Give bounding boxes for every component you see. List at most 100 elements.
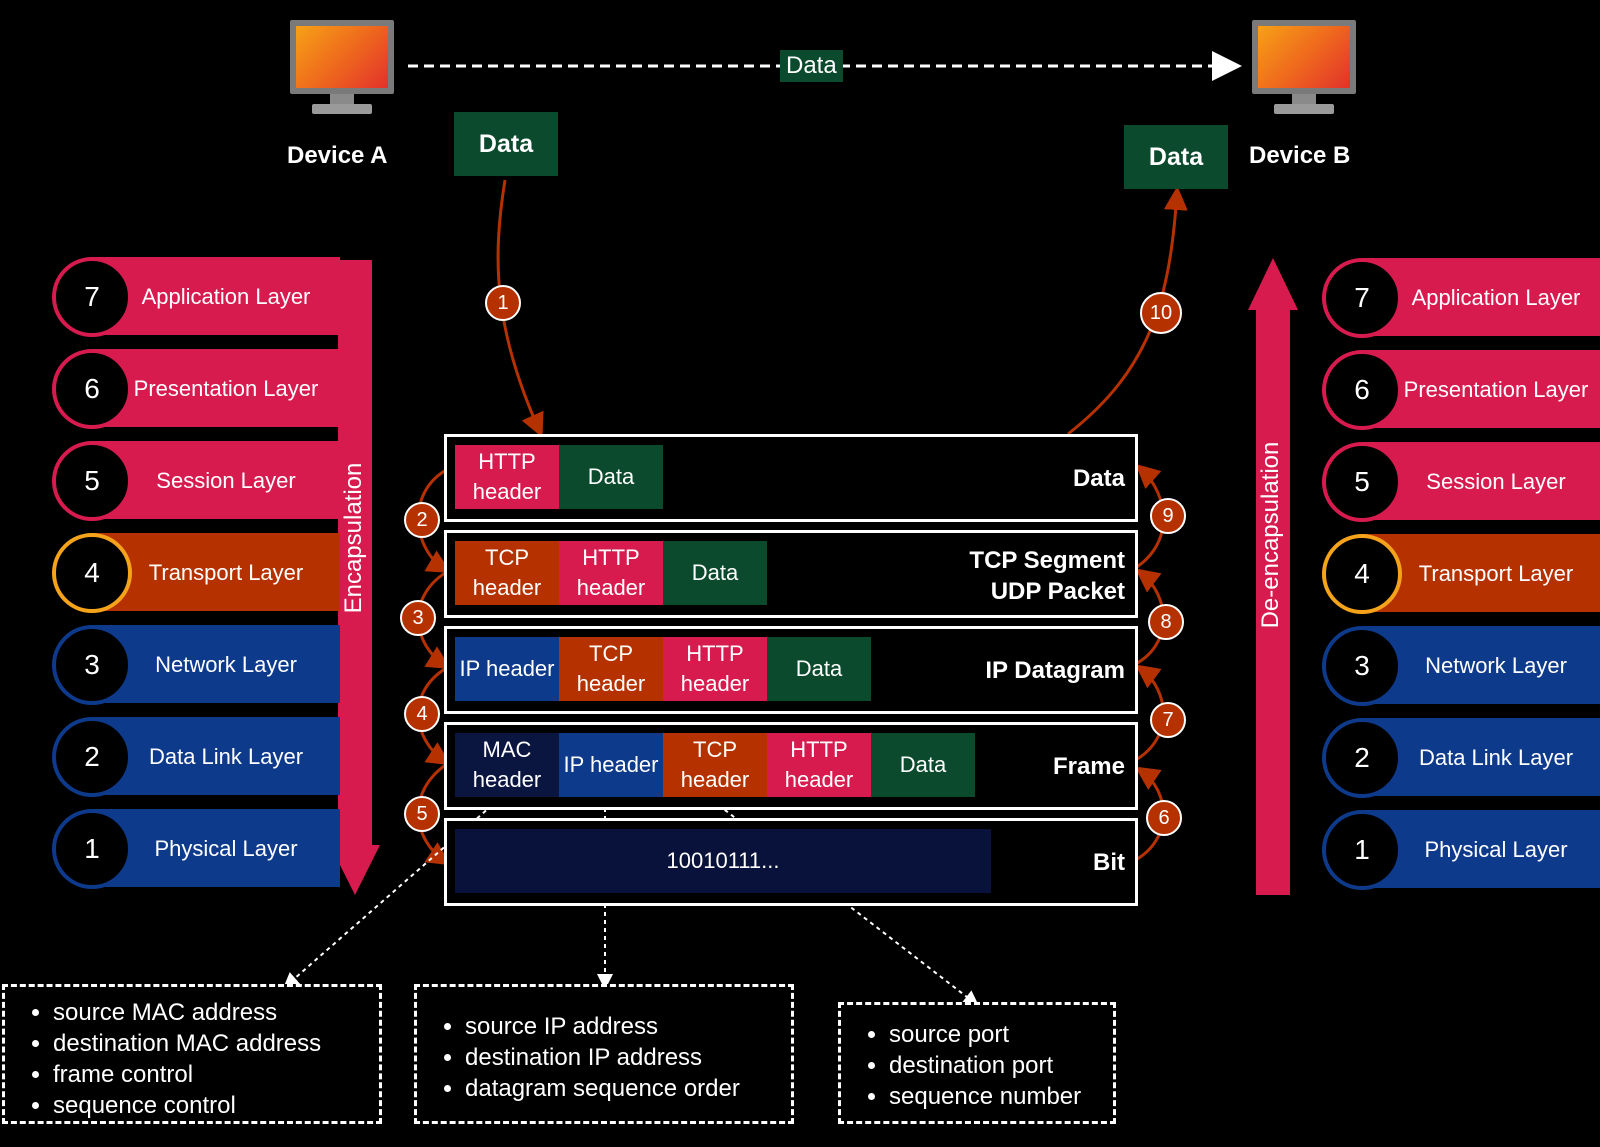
pdu-segment-payload: Data <box>663 541 767 605</box>
tcp-info-item: sequence number <box>889 1081 1113 1112</box>
left-layer-4-number: 4 <box>52 533 132 613</box>
left-layer-6-number: 6 <box>52 349 132 429</box>
mac-info-item: source MAC address <box>53 997 379 1028</box>
pdu-datagram-title: IP Datagram <box>985 657 1125 684</box>
deencapsulation-label: De-encapsulation <box>1257 441 1284 629</box>
pdu-frame-ip-header: IP header <box>559 733 663 797</box>
left-layer-1-number: 1 <box>52 809 132 889</box>
pdu-frame-mac-header: MAC header <box>455 733 559 797</box>
step-3: 3 <box>400 600 436 636</box>
right-layer-3-number: 3 <box>1322 626 1402 706</box>
ip-header-info: source IP address destination IP address… <box>414 984 794 1124</box>
pdu-row-data: HTTP header Data Data <box>444 434 1138 522</box>
device-a-label: Device A <box>287 142 388 169</box>
tcp-info-item: source port <box>889 1019 1113 1050</box>
pdu-segment-tcp-header: TCP header <box>455 541 559 605</box>
mac-info-item: sequence control <box>53 1090 379 1121</box>
pdu-segment-title-tcp: TCP Segment <box>969 547 1125 574</box>
left-layer-4-label: Transport Layer <box>92 533 340 611</box>
right-layer-6-number: 6 <box>1322 350 1402 430</box>
step-8: 8 <box>1148 604 1184 640</box>
pdu-datagram-http-header: HTTP header <box>663 637 767 701</box>
pdu-datagram-ip-header: IP header <box>455 637 559 701</box>
left-layer-1-label: Physical Layer <box>92 809 340 887</box>
pdu-frame-http-header: HTTP header <box>767 733 871 797</box>
step-4: 4 <box>404 696 440 732</box>
pdu-frame-payload: Data <box>871 733 975 797</box>
pdu-datagram-tcp-header: TCP header <box>559 637 663 701</box>
right-layer-5-number: 5 <box>1322 442 1402 522</box>
step-2: 2 <box>404 502 440 538</box>
mac-pointer <box>282 799 499 989</box>
pdu-datagram-payload: Data <box>767 637 871 701</box>
pdu-row-bit: 10010111... Bit <box>444 818 1138 906</box>
right-layer-6-label: Presentation Layer <box>1362 350 1600 428</box>
pdu-data-http-header: HTTP header <box>455 445 559 509</box>
device-b-label: Device B <box>1249 142 1351 169</box>
pdu-segment-title-udp: UDP Packet <box>990 578 1125 605</box>
mac-info-item: destination MAC address <box>53 1028 379 1059</box>
right-layer-4-number: 4 <box>1322 534 1402 614</box>
top-link-label: Data <box>780 50 843 82</box>
right-layer-7-number: 7 <box>1322 258 1402 338</box>
tcp-header-info: source port destination port sequence nu… <box>838 1002 1116 1124</box>
ip-info-item: datagram sequence order <box>465 1073 791 1104</box>
pdu-segment-title: TCP Segment UDP Packet <box>969 545 1125 607</box>
pdu-data-title: Data <box>1072 465 1125 492</box>
step-7: 7 <box>1150 702 1186 738</box>
step-5: 5 <box>404 796 440 832</box>
encapsulation-arrow-head <box>330 845 380 895</box>
sender-data-box: Data <box>454 112 558 176</box>
left-layer-5-number: 5 <box>52 441 132 521</box>
pdu-frame-tcp-header: TCP header <box>663 733 767 797</box>
pdu-segment-http-header: HTTP header <box>559 541 663 605</box>
left-layer-3-number: 3 <box>52 625 132 705</box>
step-1: 1 <box>485 285 521 321</box>
mac-header-info: source MAC address destination MAC addre… <box>2 984 382 1124</box>
left-layer-6-label: Presentation Layer <box>92 349 340 427</box>
deencapsulation-arrow-head <box>1248 258 1298 310</box>
ip-info-item: source IP address <box>465 1011 791 1042</box>
left-layer-5-label: Session Layer <box>92 441 340 519</box>
tcp-info-item: destination port <box>889 1050 1113 1081</box>
pdu-data-payload: Data <box>559 445 663 509</box>
step-6: 6 <box>1146 800 1182 836</box>
left-layer-2-label: Data Link Layer <box>92 717 340 795</box>
mac-info-item: frame control <box>53 1059 379 1090</box>
pdu-row-segment: TCP header HTTP header Data TCP Segment … <box>444 530 1138 618</box>
left-layer-2-number: 2 <box>52 717 132 797</box>
encapsulation-arrow-shaft <box>338 260 372 850</box>
step-10: 10 <box>1140 292 1182 334</box>
pdu-frame-title: Frame <box>1052 753 1125 780</box>
pdu-bit-title: Bit <box>1093 849 1125 876</box>
step-9: 9 <box>1150 498 1186 534</box>
left-layer-7-label: Application Layer <box>92 257 340 335</box>
pdu-row-frame: MAC header IP header TCP header HTTP hea… <box>444 722 1138 810</box>
left-layer-7-number: 7 <box>52 257 132 337</box>
encapsulation-label: Encapsulation <box>340 462 367 614</box>
right-layer-1-number: 1 <box>1322 810 1402 890</box>
left-layer-3-label: Network Layer <box>92 625 340 703</box>
pdu-row-datagram: IP header TCP header HTTP header Data IP… <box>444 626 1138 714</box>
device-a-monitor-icon <box>290 20 394 116</box>
right-layer-2-number: 2 <box>1322 718 1402 798</box>
receiver-data-box: Data <box>1124 125 1228 189</box>
device-b-monitor-icon <box>1252 20 1356 116</box>
pdu-bit-stream: 10010111... <box>455 829 991 893</box>
deencapsulation-arrow-shaft <box>1256 305 1290 895</box>
ip-info-item: destination IP address <box>465 1042 791 1073</box>
